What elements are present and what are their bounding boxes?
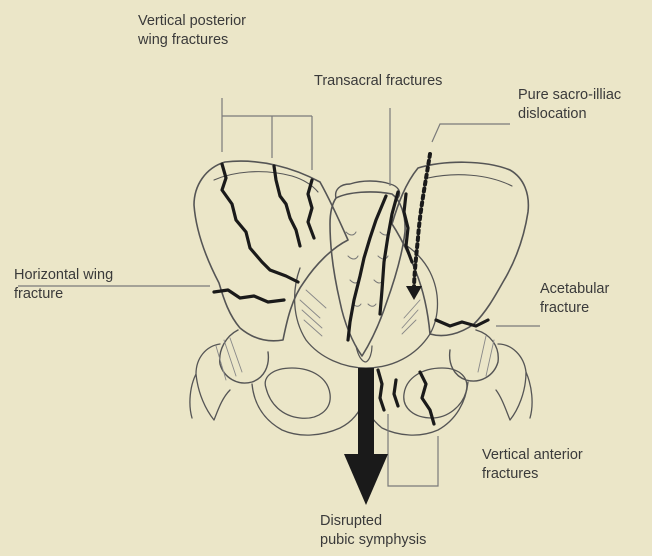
label-acetabular: Acetabular fracture (540, 280, 609, 318)
label-transacral-line1: Transacral fractures (314, 72, 442, 91)
arrow-head (344, 454, 388, 505)
fracture-posterior-wing-1 (222, 164, 298, 282)
left-acetabulum (220, 330, 269, 383)
fracture-posterior-wing-3 (308, 180, 314, 238)
leader-pure-si (432, 124, 510, 142)
label-pubic-symphysis: Disrupted pubic symphysis (320, 512, 426, 550)
label-transacral: Transacral fractures (314, 72, 442, 91)
fracture-posterior-wing-2 (274, 166, 300, 246)
right-femur (496, 344, 532, 420)
leader-vertical-anterior (388, 414, 438, 486)
label-vertical-anterior: Vertical anterior fractures (482, 446, 583, 484)
left-iliac-wing (194, 161, 348, 341)
label-pubic-symphysis-line1: Disrupted (320, 512, 426, 531)
si-dislocation-dotted-line (414, 154, 430, 290)
fracture-anterior-3 (394, 380, 398, 406)
label-pure-si-line2: dislocation (518, 105, 621, 124)
left-pubic-ramus (252, 384, 364, 435)
right-iliac-wing (392, 162, 528, 335)
right-ligament-hatching (402, 300, 494, 376)
label-pure-si-line1: Pure sacro-illiac (518, 86, 621, 105)
label-vertical-posterior-line1: Vertical posterior (138, 12, 246, 31)
left-obturator-foramen (265, 368, 330, 418)
fracture-anterior-1 (378, 370, 384, 410)
arrow-shaft (358, 368, 374, 456)
fracture-anterior-2 (420, 372, 434, 424)
fracture-lines (214, 164, 488, 424)
label-horizontal-wing-line1: Horizontal wing (14, 266, 113, 285)
label-horizontal-wing-line2: fracture (14, 285, 113, 304)
leader-vertical-posterior (222, 98, 312, 170)
label-horizontal-wing: Horizontal wing fracture (14, 266, 113, 304)
label-vertical-posterior-line2: wing fractures (138, 31, 246, 50)
fracture-acetabular (436, 320, 488, 326)
left-ligament-hatching (216, 290, 326, 380)
label-acetabular-line2: fracture (540, 299, 609, 318)
label-acetabular-line1: Acetabular (540, 280, 609, 299)
left-iliac-crest-inner (214, 172, 318, 192)
label-pubic-symphysis-line2: pubic symphysis (320, 531, 426, 550)
label-vertical-anterior-line2: fractures (482, 465, 583, 484)
left-femur (190, 344, 230, 420)
label-vertical-anterior-line1: Vertical anterior (482, 446, 583, 465)
si-dislocation-arrowhead (406, 286, 422, 300)
label-vertical-posterior: Vertical posterior wing fractures (138, 12, 246, 50)
label-pure-si: Pure sacro-illiac dislocation (518, 86, 621, 124)
right-iliac-crest-inner (428, 175, 512, 186)
